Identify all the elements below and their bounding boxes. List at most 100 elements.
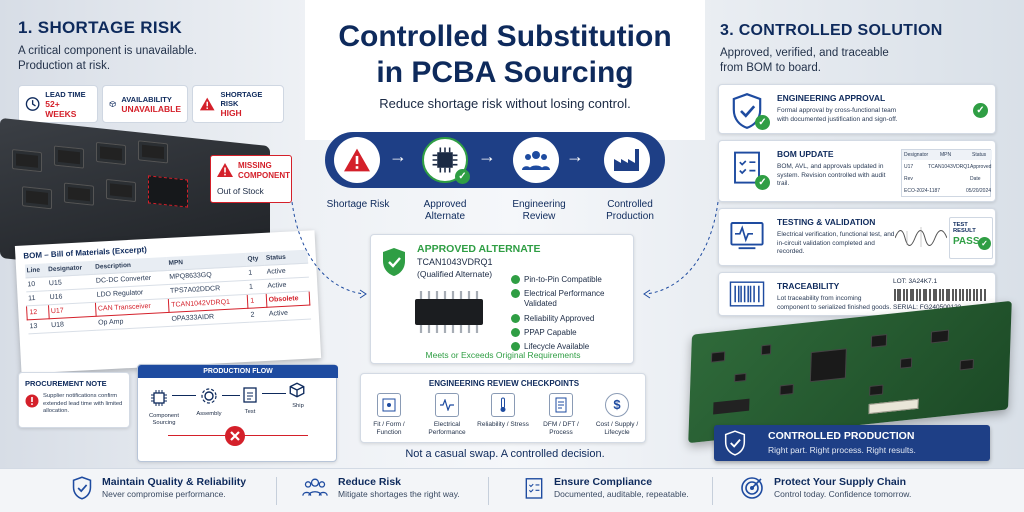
check-icon: ✓ bbox=[455, 169, 470, 184]
bom-mini-cell: U17 bbox=[904, 164, 914, 170]
bom-header: Line bbox=[24, 263, 47, 278]
bom-cell: 12 bbox=[26, 304, 49, 320]
approved-alternate-card: APPROVED ALTERNATE TCAN1043VDRQ1 (Qualif… bbox=[370, 234, 634, 364]
check-item: Electrical Performance Validated bbox=[511, 289, 616, 309]
bom-excerpt: BOM – Bill of Materials (Excerpt) Line D… bbox=[14, 230, 322, 374]
left-heading: 1. SHORTAGE RISK bbox=[18, 18, 183, 37]
warning-icon bbox=[199, 97, 215, 111]
approved-checks: Pin-to-Pin Compatible Electrical Perform… bbox=[511, 275, 616, 356]
review-label: DFM / DFT / Process bbox=[543, 421, 579, 436]
approved-note: (Qualified Alternate) bbox=[417, 269, 493, 279]
bom-cell: OPA333AIDR bbox=[169, 308, 249, 327]
chip-icon bbox=[432, 147, 458, 173]
review-item: $Cost / Supply / Lifecycle bbox=[588, 393, 646, 437]
bom-cell: Active bbox=[266, 305, 311, 322]
flow-arrow bbox=[262, 393, 286, 394]
review-item: DFM / DFT / Process bbox=[532, 393, 590, 437]
bom-mini-table: Designator MPN Status U17 TCAN1043VDRQ1 … bbox=[901, 149, 992, 197]
check-item: PPAP Capable bbox=[511, 328, 616, 337]
check-icon: ✓ bbox=[978, 237, 991, 250]
flow-step-label: Ship bbox=[292, 403, 304, 409]
banner-text: Right part. Right process. Right results… bbox=[768, 445, 916, 455]
right-heading: 3. CONTROLLED SOLUTION bbox=[720, 22, 943, 39]
pcb-component bbox=[779, 383, 794, 396]
review-title: ENGINEERING REVIEW CHECKPOINTS bbox=[428, 379, 580, 388]
divider bbox=[712, 477, 713, 505]
dollar-icon: $ bbox=[605, 393, 629, 417]
check-icon bbox=[511, 289, 520, 298]
bom-mini-cell: Approved bbox=[970, 164, 992, 170]
check-item: Lifecycle Available bbox=[511, 342, 616, 351]
target-icon bbox=[741, 477, 763, 499]
alert-icon bbox=[25, 394, 39, 408]
shield-check-icon bbox=[732, 93, 762, 129]
card-text: Lot traceability from incoming component… bbox=[777, 295, 892, 311]
dashed-connector-left bbox=[291, 201, 367, 299]
flow-step-label: Assembly bbox=[196, 411, 222, 417]
checklist-icon bbox=[734, 151, 760, 184]
benefit-text: Control today. Confidence tomorrow. bbox=[774, 489, 912, 499]
waveform-icon bbox=[435, 393, 459, 417]
pcb-component bbox=[899, 357, 913, 369]
missing-label-2: COMPONENT bbox=[238, 171, 290, 180]
flow-step-label: Test bbox=[244, 409, 256, 415]
review-item: Fit / Form / Function bbox=[360, 393, 418, 437]
left-subtitle-2: Production at risk. bbox=[18, 60, 111, 72]
card-engineering-approval: ✓ ENGINEERING APPROVAL Formal approval b… bbox=[718, 84, 996, 134]
review-item: Reliability / Stress bbox=[474, 393, 532, 429]
bom-mini-cell: Status bbox=[972, 152, 987, 158]
ic-chip-image bbox=[415, 291, 483, 333]
flow-label: Engineering Review bbox=[512, 199, 566, 222]
pcb-component bbox=[870, 334, 888, 348]
bom-header: Qty bbox=[245, 251, 265, 267]
kpi-availability-label: AVAILABILITY bbox=[121, 94, 172, 104]
page-title-2: in PCBA Sourcing bbox=[376, 56, 634, 89]
flow-label: Controlled Production bbox=[606, 199, 654, 222]
gear-icon bbox=[201, 388, 217, 404]
procurement-note: PROCUREMENT NOTE Supplier notifications … bbox=[18, 372, 130, 428]
tray-chip bbox=[106, 178, 136, 203]
shield-check-icon bbox=[383, 248, 405, 276]
out-of-stock-label: Out of Stock bbox=[217, 186, 264, 196]
warning-icon bbox=[217, 163, 233, 177]
flow-arrow bbox=[222, 395, 240, 396]
pcb-component bbox=[734, 372, 747, 383]
production-flow: PRODUCTION FLOW Component Sourcing Assem… bbox=[137, 364, 338, 462]
kpi-lead-time-label: LEAD TIME bbox=[45, 89, 86, 99]
tray-chip bbox=[96, 141, 126, 166]
review-label: Reliability / Stress bbox=[477, 421, 529, 428]
dashed-connector-right bbox=[643, 201, 719, 299]
bom-cell: 1 bbox=[246, 279, 266, 295]
procurement-title: PROCUREMENT NOTE bbox=[25, 379, 107, 388]
barcode-image bbox=[894, 289, 986, 301]
missing-slot bbox=[148, 175, 188, 208]
flow-arrow: → bbox=[566, 146, 584, 166]
pcb-component bbox=[760, 344, 772, 356]
pcb-board-image bbox=[688, 300, 1012, 444]
bom-cell: 2 bbox=[248, 307, 268, 323]
check-text: Lifecycle Available bbox=[524, 342, 590, 351]
title-panel bbox=[305, 0, 705, 140]
barcode-icon bbox=[729, 281, 765, 307]
review-label: Fit / Form / Function bbox=[373, 421, 405, 436]
check-item: Reliability Approved bbox=[511, 314, 616, 323]
check-icon bbox=[511, 275, 520, 284]
check-icon: ✓ bbox=[755, 115, 770, 130]
bom-mini-header bbox=[902, 150, 992, 160]
shield-check-icon bbox=[724, 430, 746, 456]
procurement-text: Supplier notifications confirm extended … bbox=[43, 393, 123, 414]
flow-step-review bbox=[513, 137, 559, 183]
tagline: Not a casual swap. A controlled decision… bbox=[405, 448, 605, 460]
benefit-title: Maintain Quality & Reliability bbox=[102, 476, 247, 488]
divider bbox=[488, 477, 489, 505]
check-text: Electrical Performance Validated bbox=[524, 289, 605, 308]
check-icon: ✓ bbox=[973, 103, 988, 118]
pcb-connector bbox=[868, 398, 919, 415]
card-title: ENGINEERING APPROVAL bbox=[777, 93, 886, 103]
x-icon bbox=[225, 426, 245, 446]
thermometer-icon bbox=[491, 393, 515, 417]
document-icon bbox=[549, 393, 573, 417]
